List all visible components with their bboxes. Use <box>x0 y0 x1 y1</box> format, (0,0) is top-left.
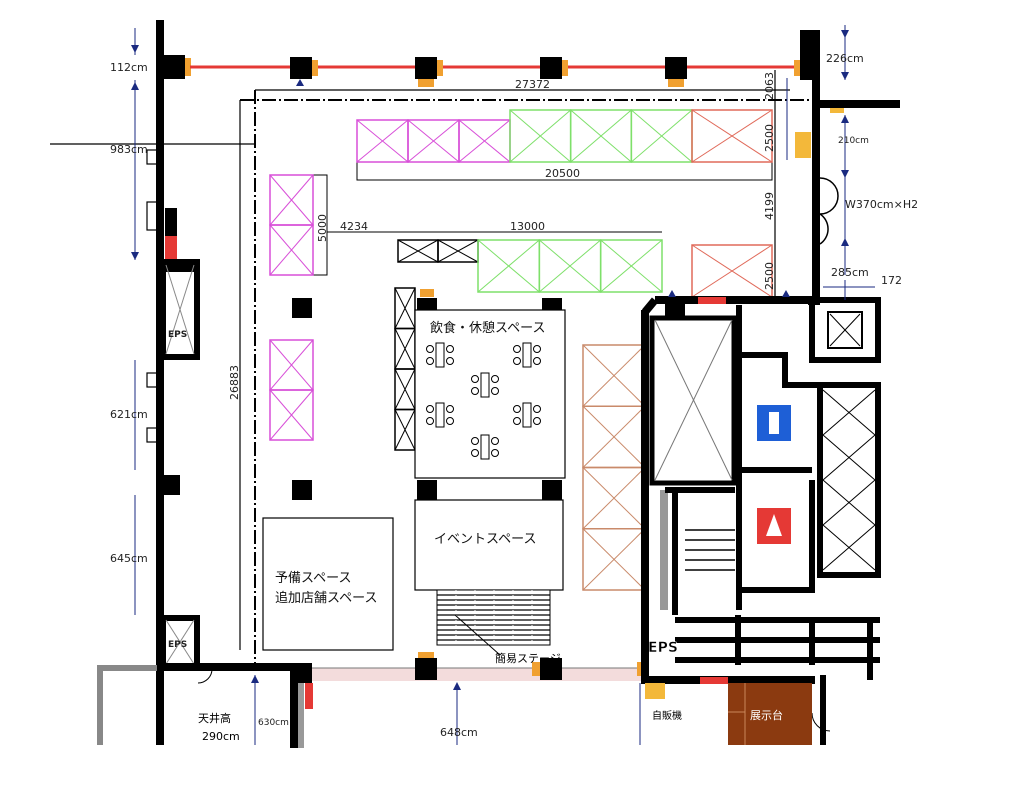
booth-cell <box>437 239 479 263</box>
dining-table <box>471 434 499 460</box>
booth-cell <box>356 119 409 163</box>
dim-26883: 26883 <box>228 365 241 400</box>
booth-cell <box>582 528 646 591</box>
booth-cell <box>269 174 314 226</box>
dim-27372: 27372 <box>515 78 550 91</box>
dim-172: 172 <box>881 274 902 287</box>
dim-621cm: 621cm <box>110 408 148 421</box>
dim-210cm: 210cm <box>838 136 869 146</box>
dining-table <box>471 372 499 398</box>
booth-cell <box>269 224 314 276</box>
dining-label: 飲食・休憩スペース <box>430 320 545 336</box>
ceiling-label: 天井高 <box>198 711 231 725</box>
dining-table <box>426 402 454 428</box>
dim-4234: 4234 <box>340 220 368 233</box>
reserve-area <box>262 517 394 651</box>
reserve-label-1: 予備スペース <box>275 570 351 586</box>
booth-cell <box>582 344 646 407</box>
ceiling-value: 290cm <box>202 730 240 743</box>
dining-table <box>513 402 541 428</box>
eps-label: EPS <box>648 640 678 656</box>
booth-cell <box>691 244 773 298</box>
event-area <box>414 499 564 591</box>
dim-20500: 20500 <box>545 167 580 180</box>
booth-cell <box>407 119 460 163</box>
booth-cell <box>269 389 314 441</box>
exhibit-label: 展示台 <box>750 708 783 722</box>
dim-2063: 2063 <box>763 72 776 100</box>
exhibit-stand <box>728 683 812 745</box>
dim-112cm: 112cm <box>110 61 148 74</box>
booth-cell <box>394 368 416 411</box>
eps-label: EPS <box>168 640 187 650</box>
dim-630cm: 630cm <box>258 718 289 728</box>
vending-label: 自販機 <box>652 709 682 722</box>
event-label: イベントスペース <box>434 532 536 547</box>
booth-cell <box>458 119 511 163</box>
dim-648cm: 648cm <box>440 726 478 739</box>
dining-table <box>513 342 541 368</box>
dining-table <box>426 342 454 368</box>
booth-cell <box>691 109 773 163</box>
dim-645cm: 645cm <box>110 552 148 565</box>
simple-stage <box>436 589 551 646</box>
dim-4199: 4199 <box>763 192 776 220</box>
dim-983cm: 983cm <box>110 143 148 156</box>
booth-cell <box>582 466 646 530</box>
booth-cell <box>394 287 416 330</box>
stage-label: 簡易ステージ <box>495 651 561 665</box>
dim-5000: 5000 <box>316 214 329 242</box>
booth-cell <box>569 109 633 163</box>
dim-226cm: 226cm <box>826 52 864 65</box>
booth-cell <box>477 239 541 293</box>
booth-cell <box>538 239 602 293</box>
dim-285cm: 285cm <box>831 266 869 279</box>
eps-label: EPS <box>168 330 187 340</box>
booth-cell <box>509 109 572 163</box>
dim-2500-b: 2500 <box>763 262 776 290</box>
vending-machine <box>645 683 665 699</box>
dim-2500-a: 2500 <box>763 124 776 152</box>
booth-cell <box>269 339 314 391</box>
booth-cell <box>394 408 416 451</box>
booth-cell <box>397 239 439 263</box>
booth-cell <box>630 109 693 163</box>
booth-cell <box>599 239 663 293</box>
door-size: W370cm×H2 <box>845 198 918 211</box>
dining-area <box>414 309 566 479</box>
booth-layer <box>269 109 773 591</box>
booth-cell <box>394 327 416 370</box>
reserve-label-2: 追加店舗スペース <box>275 590 377 606</box>
dim-13000: 13000 <box>510 220 545 233</box>
booth-cell <box>582 405 646 469</box>
double-door <box>819 177 839 245</box>
